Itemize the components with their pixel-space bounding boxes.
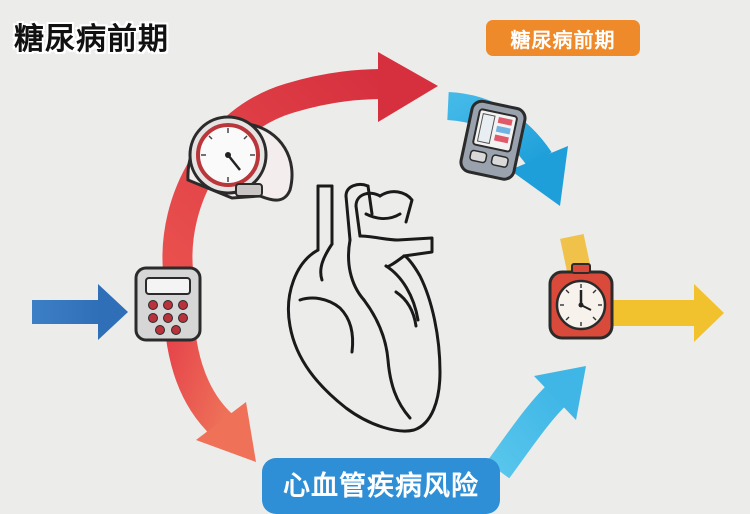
pressure-gauge-icon xyxy=(186,115,294,202)
arrow-input xyxy=(32,284,128,340)
glucose-meter-icon xyxy=(459,99,527,181)
heart-outline-icon xyxy=(286,182,442,433)
arrow-blue-upward xyxy=(486,366,586,479)
calculator-icon xyxy=(134,266,202,342)
arrow-red-upper xyxy=(162,52,438,272)
timer-clock-icon xyxy=(548,263,614,340)
top-right-badge: 糖尿病前期 xyxy=(486,20,640,56)
diagram-canvas xyxy=(32,52,724,479)
bottom-banner: 心血管疾病风险 xyxy=(262,458,500,514)
top-left-title: 糖尿病前期 xyxy=(14,22,169,57)
